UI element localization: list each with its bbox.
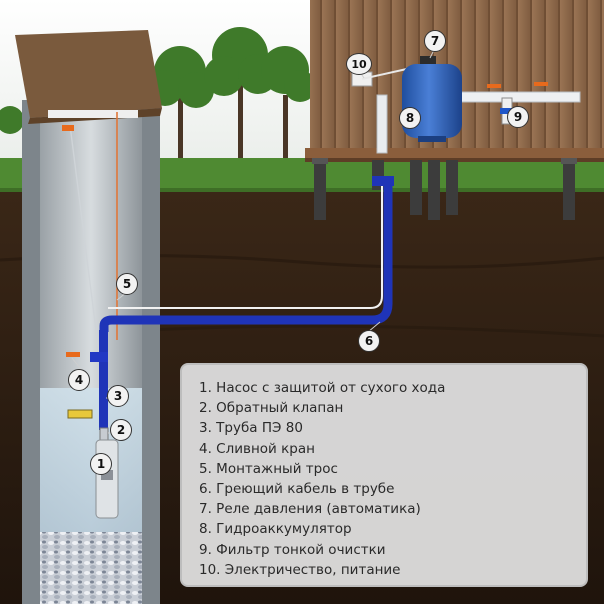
house-pile [314, 160, 326, 220]
marker-7: 7 [424, 30, 446, 52]
legend-item: 7. Реле давления (автоматика) [199, 501, 421, 518]
legend-item: 9. Фильтр тонкой очистки [199, 541, 386, 558]
drain-valve [66, 352, 80, 357]
pe-pipe-main [99, 180, 393, 332]
marker-4: 4 [68, 369, 90, 391]
house-pile [563, 160, 575, 220]
legend-item: 1. Насос с защитой от сухого хода [199, 380, 446, 396]
house-pile [446, 160, 458, 215]
pe-pipe-vertical [99, 330, 108, 430]
house-pile [410, 160, 422, 215]
legend-item: 3. Труба ПЭ 80 [199, 420, 303, 437]
marker-9: 9 [507, 106, 529, 128]
marker-5: 5 [116, 273, 138, 295]
supply-pipe-riser [376, 94, 388, 154]
legend-item: 5. Монтажный трос [199, 460, 338, 477]
legend-item: 8. Гидроаккумулятор [199, 521, 352, 538]
dry-run-float [67, 409, 93, 419]
well [15, 30, 162, 604]
trees-background [0, 27, 316, 175]
legend-item: 10. Электричество, питание [199, 561, 401, 578]
legend-list: 1. Насос с защитой от сухого хода 2. Обр… [199, 378, 586, 580]
legend-item: 2. Обратный клапан [199, 400, 344, 417]
marker-8: 8 [399, 107, 421, 129]
outlet-pipe [459, 91, 581, 103]
house-pile [428, 160, 440, 220]
valve-handle [534, 82, 548, 86]
legend-box: 1. Насос с защитой от сухого хода 2. Обр… [180, 363, 588, 587]
heating-cable [108, 180, 383, 309]
marker-3: 3 [107, 385, 129, 407]
valve-handle [487, 84, 501, 88]
marker-1: 1 [90, 453, 112, 475]
gravel-filter [40, 532, 142, 604]
marker-6: 6 [358, 330, 380, 352]
legend-item: 4. Сливной кран [199, 440, 315, 457]
legend-item: 6. Греющий кабель в трубе [199, 481, 395, 498]
well-roof [15, 30, 162, 118]
marker-2: 2 [110, 419, 132, 441]
marker-10: 10 [346, 53, 372, 75]
